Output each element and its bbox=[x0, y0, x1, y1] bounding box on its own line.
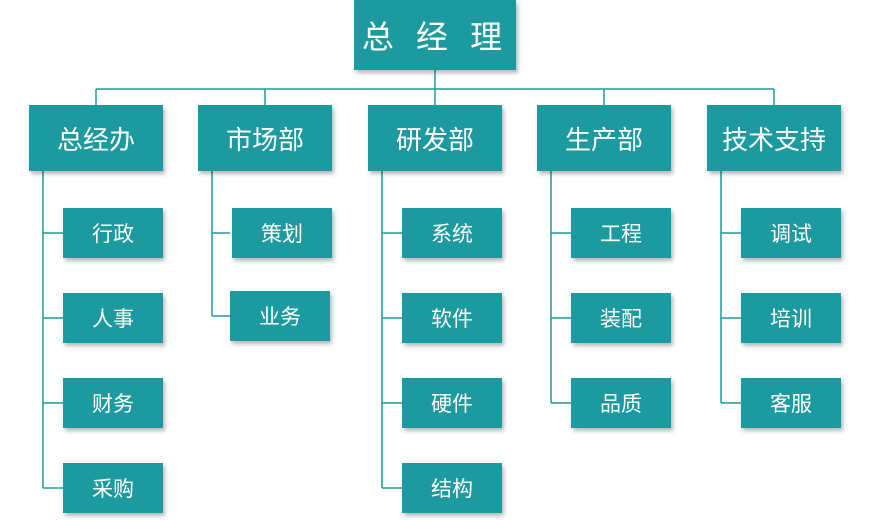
node-sub-system: 系统 bbox=[402, 208, 502, 258]
node-dept-marketing: 市场部 bbox=[198, 105, 332, 171]
node-dept-general-office: 总经办 bbox=[29, 105, 163, 171]
node-sub-customer-service: 客服 bbox=[741, 378, 841, 428]
node-sub-planning: 策划 bbox=[232, 208, 332, 258]
node-dept-production: 生产部 bbox=[537, 105, 671, 171]
node-sub-assembly: 装配 bbox=[571, 293, 671, 343]
node-dept-tech-support: 技术支持 bbox=[707, 105, 841, 171]
node-sub-hardware: 硬件 bbox=[402, 378, 502, 428]
node-sub-admin: 行政 bbox=[63, 208, 163, 258]
node-sub-quality: 品质 bbox=[571, 378, 671, 428]
node-sub-engineering: 工程 bbox=[571, 208, 671, 258]
node-sub-hr: 人事 bbox=[63, 293, 163, 343]
node-sub-structure: 结构 bbox=[402, 463, 502, 513]
node-sub-training: 培训 bbox=[741, 293, 841, 343]
node-sub-software: 软件 bbox=[402, 293, 502, 343]
node-general-manager: 总 经 理 bbox=[354, 0, 516, 70]
node-sub-finance: 财务 bbox=[63, 378, 163, 428]
node-sub-purchasing: 采购 bbox=[63, 463, 163, 513]
node-sub-debugging: 调试 bbox=[741, 208, 841, 258]
node-dept-rnd: 研发部 bbox=[368, 105, 502, 171]
node-sub-business: 业务 bbox=[230, 291, 330, 341]
